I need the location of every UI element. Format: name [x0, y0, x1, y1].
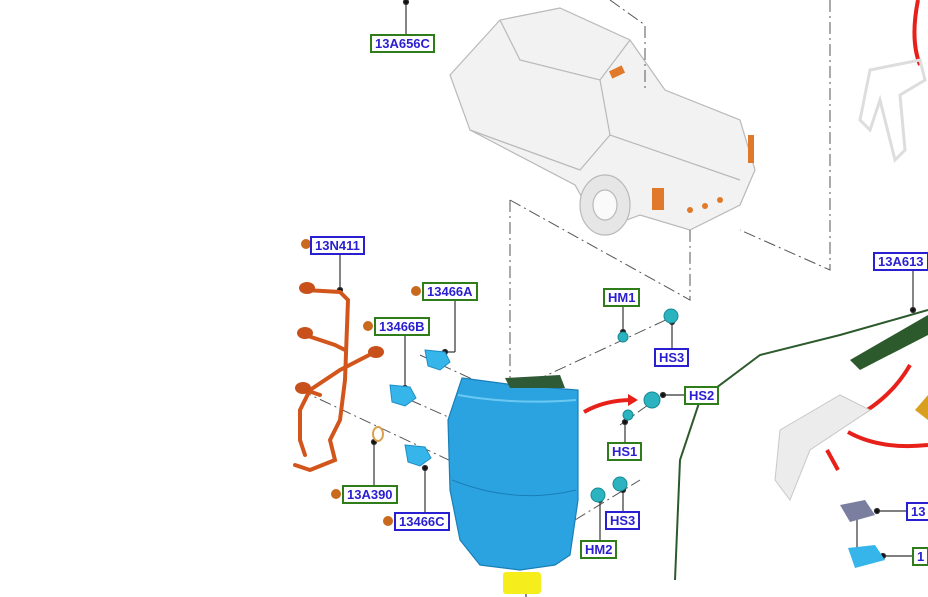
part-label-hs1[interactable]: HS1	[607, 442, 643, 461]
part-label-13466c[interactable]: 13466C	[394, 512, 450, 531]
part-label-hs3-bottom[interactable]: HS3	[605, 511, 641, 530]
part-label-hm1[interactable]: HM1	[603, 288, 641, 307]
bulbs	[389, 349, 451, 467]
part-label-hs2[interactable]: HS2	[684, 386, 720, 405]
part-label-13466a[interactable]: 13466A	[422, 282, 478, 301]
note-dot	[383, 516, 393, 526]
note-dot	[363, 321, 373, 331]
callout-lines	[299, 0, 831, 521]
part-label-right-mid[interactable]: 13	[906, 502, 928, 521]
fasteners	[590, 308, 679, 503]
part-label-13n411[interactable]: 13N411	[310, 236, 365, 255]
wiring-harness	[293, 282, 384, 473]
part-label-right-low[interactable]: 1	[912, 547, 928, 566]
note-dot	[411, 286, 421, 296]
highlight-marker	[503, 572, 541, 594]
part-label-hm2[interactable]: HM2	[580, 540, 618, 559]
tail-lamp-assembly	[447, 375, 579, 594]
note-dot	[301, 239, 311, 249]
part-label-hs3-top[interactable]: HS3	[654, 348, 690, 367]
note-dot	[331, 489, 341, 499]
part-label-13a390[interactable]: 13A390	[342, 485, 398, 504]
part-label-13a656c[interactable]: 13A656C	[370, 34, 435, 53]
part-label-13466b[interactable]: 13466B	[374, 317, 430, 336]
bodyside-parts	[674, 58, 928, 581]
part-label-13a613[interactable]: 13A613	[873, 252, 928, 271]
truck-illustration	[449, 7, 756, 236]
gasket-ring	[372, 426, 384, 442]
